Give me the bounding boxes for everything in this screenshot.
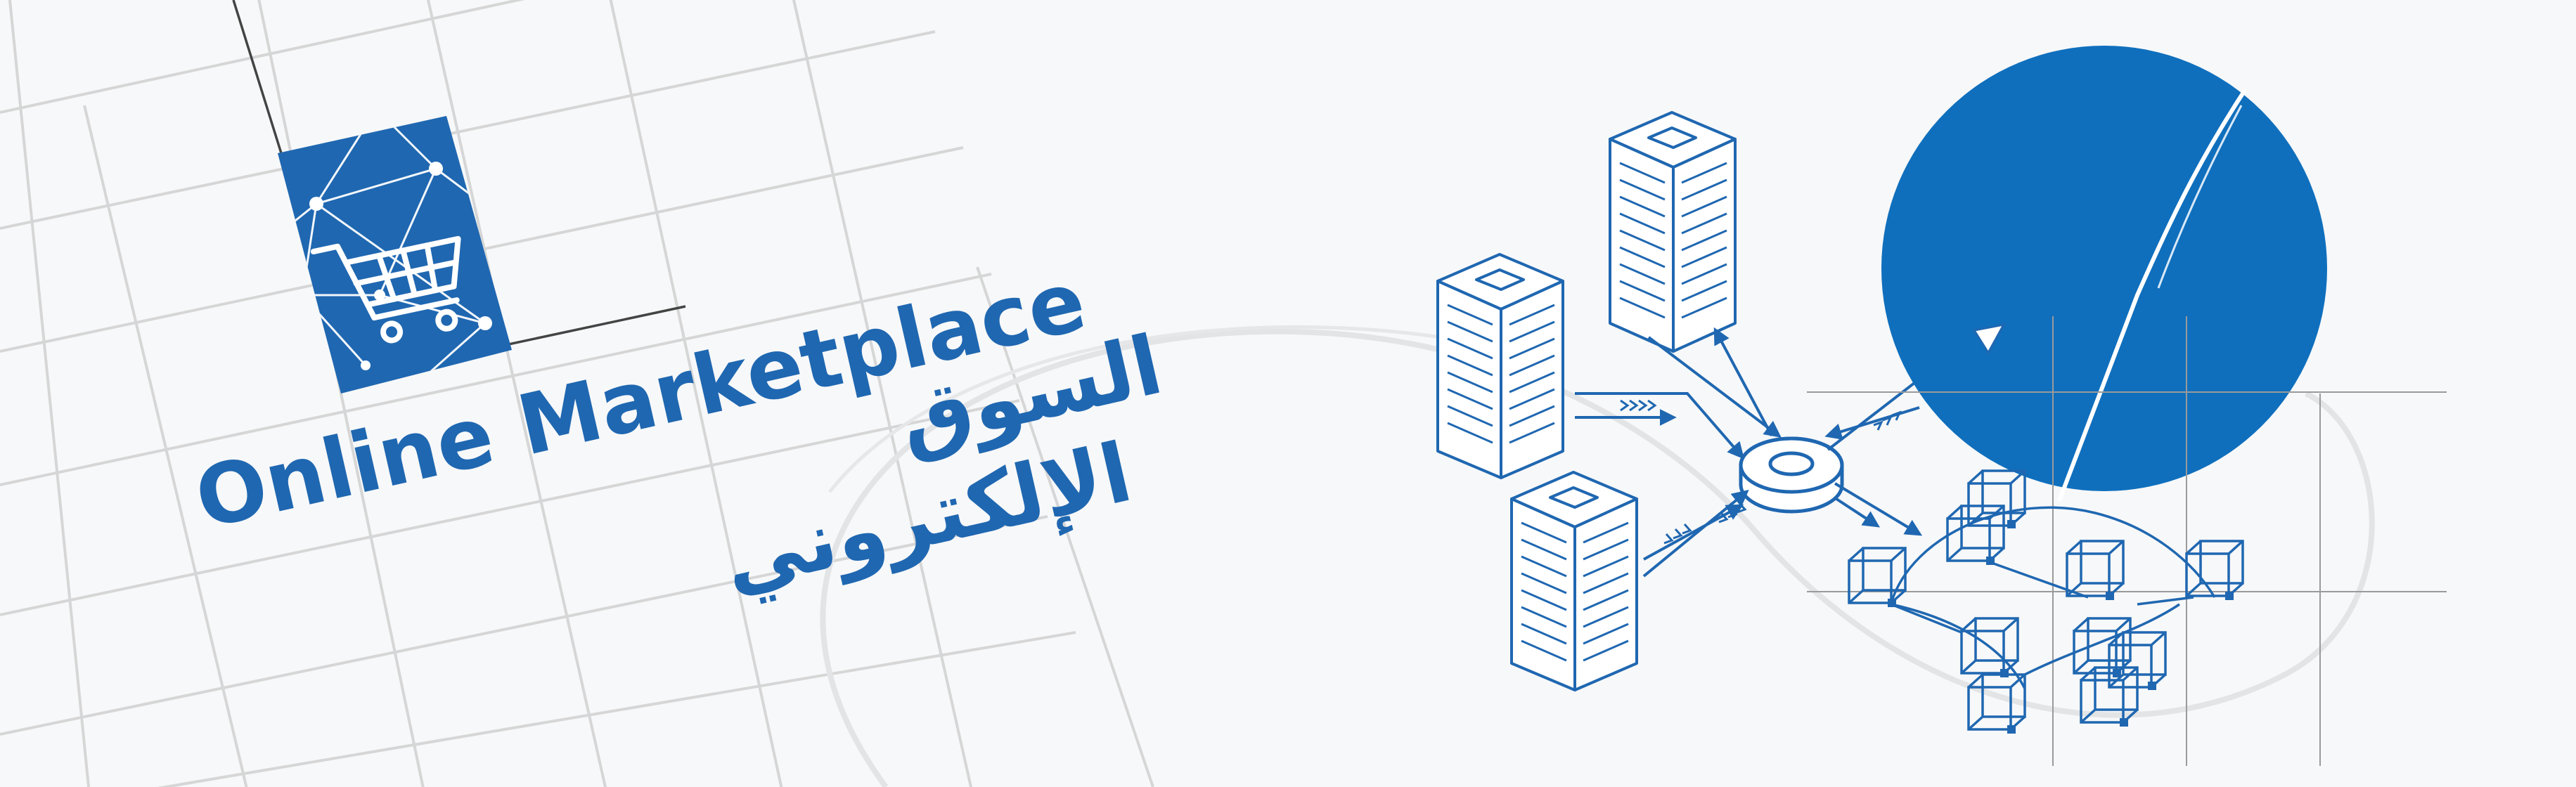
server-rack-icon [1609, 111, 1737, 353]
chevron-bundle-icons [1620, 399, 1902, 545]
blockchain-cubes-icon [1848, 469, 2244, 734]
server-rack-icon [1436, 253, 1564, 479]
shopping-cart-icon [310, 235, 461, 344]
logo-guide-lines [232, 0, 686, 349]
decorative-swoosh [820, 328, 2375, 787]
blue-circle-cursor-icon [1881, 46, 2327, 501]
server-rack-icon [1510, 471, 1638, 691]
marketplace-logo [278, 116, 512, 393]
network-hub-icon [1739, 436, 1844, 514]
right-guide-grid [1807, 316, 2447, 766]
